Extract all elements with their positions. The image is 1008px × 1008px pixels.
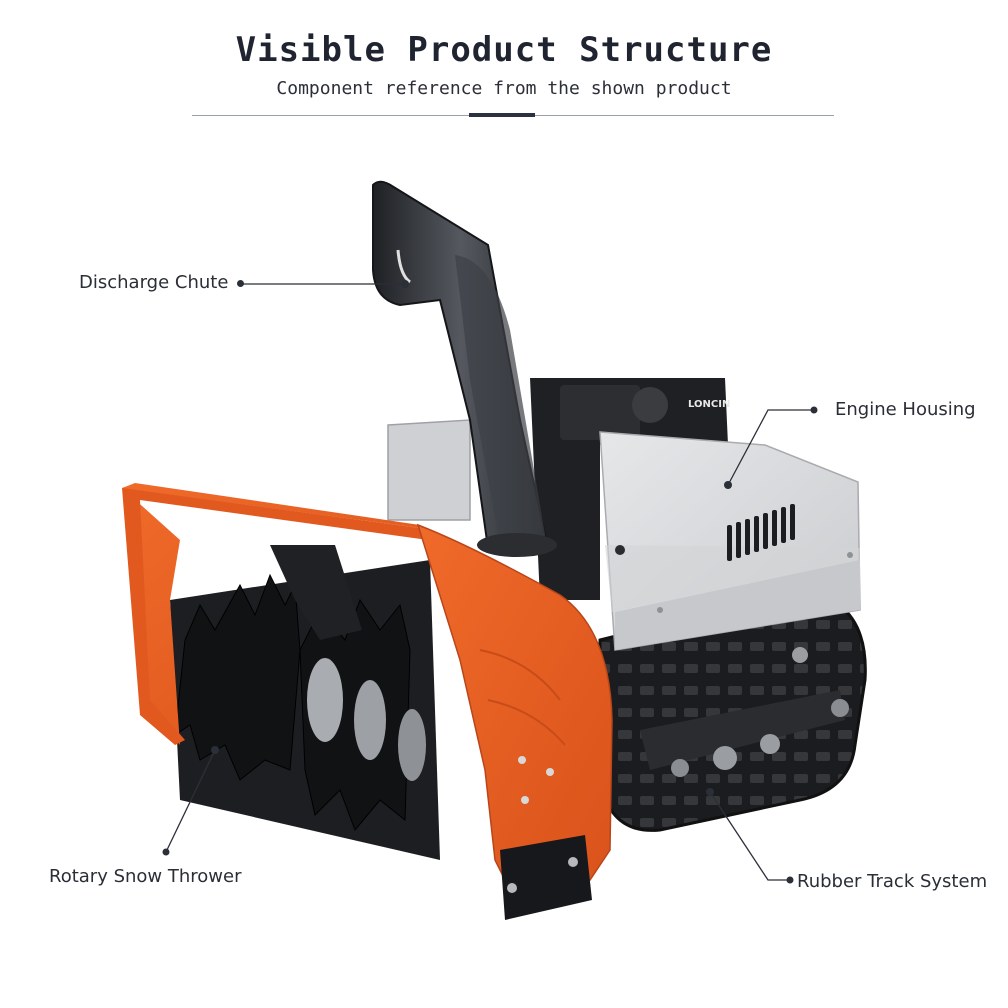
page-subtitle: Component reference from the shown produ… bbox=[276, 78, 732, 99]
callout-label-discharge-chute: Discharge Chute bbox=[79, 272, 229, 293]
callout-label-engine-housing: Engine Housing bbox=[835, 399, 976, 420]
leader-rubber-track-system bbox=[709, 791, 790, 881]
leader-end-rotary-snow-thrower bbox=[211, 746, 219, 754]
leader-start-rubber-track-system bbox=[786, 876, 794, 884]
engine-brand-text: LONCIN bbox=[688, 399, 730, 410]
leader-start-engine-housing bbox=[810, 406, 818, 414]
engine-block: LONCIN bbox=[530, 378, 730, 600]
leader-start-rotary-snow-thrower bbox=[162, 848, 170, 856]
discharge-chute-part bbox=[372, 180, 557, 557]
callout-dot-discharge-chute bbox=[237, 280, 244, 287]
leader-engine-housing bbox=[727, 409, 814, 486]
page-title: Visible Product Structure bbox=[235, 30, 773, 70]
auger-assembly bbox=[170, 560, 440, 860]
leader-rotary-snow-thrower bbox=[165, 749, 216, 853]
header: Visible Product Structure Component refe… bbox=[0, 0, 1008, 130]
leader-end-discharge-chute bbox=[401, 280, 409, 288]
body-frame bbox=[387, 419, 471, 521]
callout-label-rotary-snow-thrower: Rotary Snow Thrower bbox=[49, 866, 242, 887]
rubber-track bbox=[598, 588, 867, 832]
leader-end-engine-housing bbox=[724, 481, 732, 489]
engine-housing-panel bbox=[599, 431, 861, 651]
callout-label-rubber-track-system: Rubber Track System bbox=[797, 871, 988, 892]
header-divider-accent bbox=[469, 113, 535, 117]
leader-end-rubber-track-system bbox=[706, 788, 714, 796]
auger-housing bbox=[122, 483, 613, 920]
